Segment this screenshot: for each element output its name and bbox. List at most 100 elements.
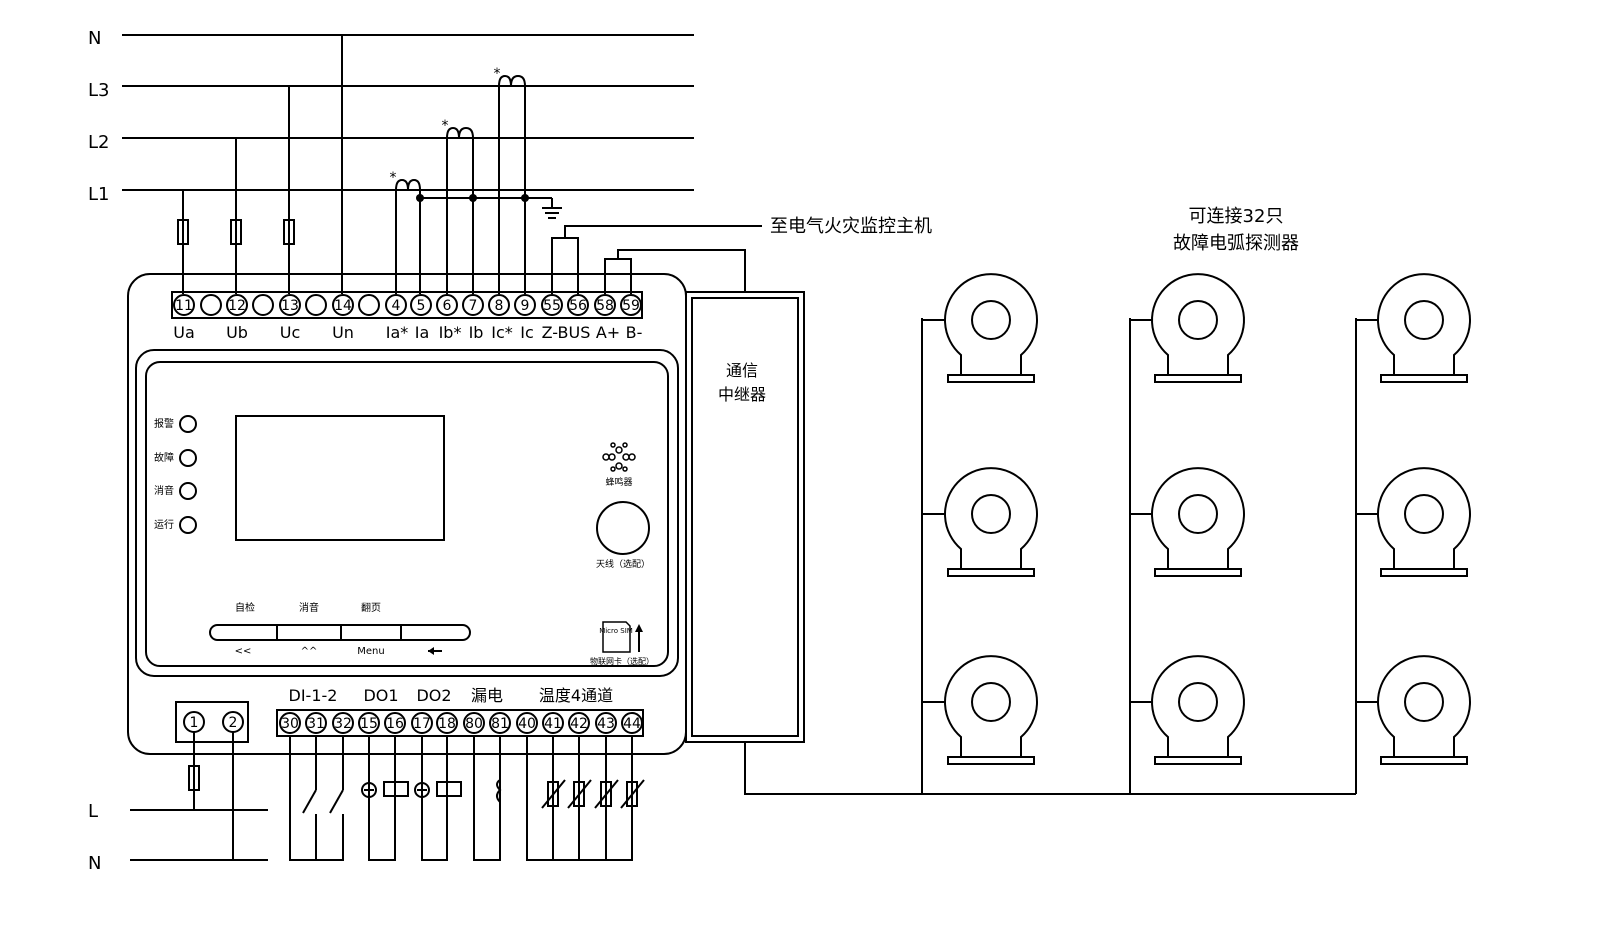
alarm-led-icon <box>179 415 197 433</box>
contact-icon <box>414 782 430 798</box>
line-label-l: L <box>88 801 98 822</box>
button-bar: 自检 消音 翻页 << ^^ Menu <box>209 601 471 657</box>
ct-mark: * <box>442 118 449 134</box>
terminal-screw <box>436 712 458 734</box>
arrow-up-icon <box>635 624 643 632</box>
terminal-screw <box>226 294 248 316</box>
ground-icon <box>542 207 562 219</box>
terminal-screw <box>305 712 327 734</box>
relay-coil-icon <box>436 781 462 797</box>
label-uc: Uc <box>280 323 301 342</box>
button-label-up: ^^ <box>301 646 318 657</box>
terminal-screw <box>358 712 380 734</box>
sim-slot: Micro SIM 物联网卡（选配） <box>590 621 654 666</box>
label-ia-star: Ia* <box>386 323 409 342</box>
arc-fault-detector-icon <box>922 273 1038 383</box>
arc-fault-detector-icon <box>1130 467 1245 577</box>
io-wiring <box>289 736 645 861</box>
label-zbus: Z-BUS <box>542 323 591 342</box>
button-label-menu: Menu <box>357 646 384 657</box>
relay-label-line1: 通信 <box>726 361 758 380</box>
current-transformers: * * * <box>390 66 562 294</box>
comm-wiring: 至电气火灾监控主机 <box>551 216 932 294</box>
terminal-number: 11 <box>175 298 193 314</box>
leakage-sensor-icon <box>496 779 502 803</box>
fuse-icon <box>177 219 189 245</box>
power-terminal-number: 2 <box>229 715 238 731</box>
label-ia: Ia <box>415 323 430 342</box>
label-ib: Ib <box>469 323 484 342</box>
line-label-l1: L1 <box>88 184 109 205</box>
terminal-number: 55 <box>543 298 561 314</box>
bottom-group-labels: DI-1-2 DO1 DO2 漏电 温度4通道 <box>289 686 614 705</box>
button-label-selftest: 自检 <box>235 601 255 614</box>
label-do1: DO1 <box>363 686 398 705</box>
terminal-screw <box>332 294 354 316</box>
line-label-l2: L2 <box>88 132 109 153</box>
terminal-screw <box>462 294 484 316</box>
terminal-number: 31 <box>307 716 325 732</box>
terminal-number: 4 <box>392 298 401 314</box>
terminal-screw <box>200 294 222 316</box>
terminal-screw <box>358 294 380 316</box>
arc-fault-detector-icon <box>922 467 1038 577</box>
run-led-icon <box>179 516 197 534</box>
terminal-number: 18 <box>438 716 456 732</box>
label-ic: Ic <box>520 323 534 342</box>
switch-icon <box>329 789 344 814</box>
label-do2: DO2 <box>416 686 451 705</box>
terminal-number: 15 <box>360 716 378 732</box>
terminal-number: 40 <box>518 716 536 732</box>
terminal-number: 16 <box>386 716 404 732</box>
line-label-n-bottom: N <box>88 853 101 874</box>
label-di: DI-1-2 <box>289 686 338 705</box>
terminal-screw <box>173 294 195 316</box>
terminal-screw <box>385 294 407 316</box>
antenna-icon <box>596 501 650 555</box>
button-label-mute: 消音 <box>299 601 319 614</box>
terminal-number: 81 <box>491 716 509 732</box>
terminal-screw <box>568 712 590 734</box>
antenna-label: 天线（选配） <box>596 558 650 570</box>
label-ic-star: Ic* <box>491 323 513 342</box>
detector-note-line2: 故障电弧探测器 <box>1173 233 1299 254</box>
fuse-icon <box>230 219 242 245</box>
terminal-screw <box>620 294 642 316</box>
terminal-number: 17 <box>413 716 431 732</box>
sim-caption: 物联网卡（选配） <box>590 656 654 666</box>
enter-icon <box>428 647 442 655</box>
arc-fault-detector-icon <box>1130 273 1245 383</box>
terminal-screw <box>332 712 354 734</box>
terminal-number: 6 <box>443 298 452 314</box>
terminal-screw <box>410 294 432 316</box>
terminal-screw <box>436 294 458 316</box>
fault-led-icon <box>179 449 197 467</box>
terminal-screw <box>594 294 616 316</box>
button-label-back: << <box>235 646 252 657</box>
ct-mark: * <box>390 170 397 186</box>
indicator-label-fault: 故障 <box>154 451 174 464</box>
terminal-screw <box>516 712 538 734</box>
voltage-taps <box>177 35 343 294</box>
terminal-screw <box>595 712 617 734</box>
terminal-screw <box>411 712 433 734</box>
detector-bus <box>744 318 1357 795</box>
arc-fault-detector-icon <box>1130 655 1245 765</box>
device-faceplate <box>135 349 679 677</box>
line-label-n: N <box>88 28 101 49</box>
terminal-number: 80 <box>465 716 483 732</box>
terminal-number: 56 <box>569 298 587 314</box>
label-ua: Ua <box>173 323 195 342</box>
terminal-number: 59 <box>622 298 640 314</box>
label-un: Un <box>332 323 354 342</box>
terminal-screw <box>279 712 301 734</box>
power-terminal-block <box>175 701 249 743</box>
terminal-screw <box>384 712 406 734</box>
relay-label-line2: 中继器 <box>718 385 766 404</box>
top-terminal-labels: Ua Ub Uc Un Ia* Ia Ib* Ib Ic* Ic Z-BUS A… <box>173 323 642 342</box>
terminal-screw <box>621 712 643 734</box>
terminal-screw <box>463 712 485 734</box>
